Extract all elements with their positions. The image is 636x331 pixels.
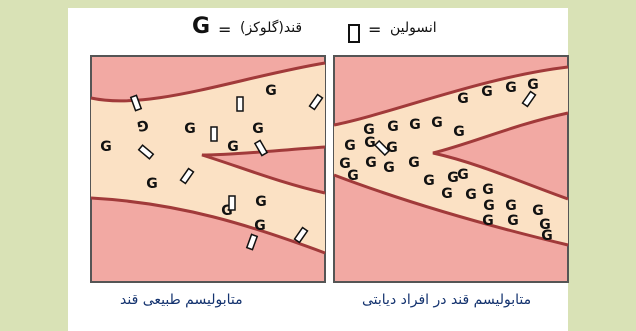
insulin-molecule — [228, 195, 236, 211]
glucose-molecule: G — [505, 198, 517, 214]
insulin-molecule — [137, 144, 155, 160]
glucose-molecule: G — [184, 121, 196, 137]
glucose-molecule: G — [465, 187, 477, 203]
vessel-wall-fork — [201, 145, 326, 195]
vessel-wall-top — [90, 61, 326, 103]
caption-normal: متابولیسم طبیعی قند — [120, 292, 243, 308]
glucose-molecule: G — [387, 119, 399, 135]
legend-glucose-equals: = — [218, 20, 232, 39]
glucose-molecule: G — [344, 138, 356, 154]
legend: انسولین = قند(گلوکز) = G — [90, 14, 550, 46]
glucose-molecule: G — [386, 140, 398, 156]
blood-vessel — [334, 67, 568, 245]
insulin-group — [129, 93, 324, 251]
glucose-molecule: G — [408, 155, 420, 171]
glucose-molecule: G — [482, 213, 494, 229]
insulin-molecule — [179, 167, 195, 185]
glucose-molecule: G — [481, 84, 493, 100]
insulin-molecule — [521, 90, 537, 108]
vessel-wall-bottom — [333, 173, 569, 247]
glucose-molecule: G — [423, 173, 435, 189]
glucose-molecule: G — [505, 80, 517, 96]
vessel-wall-fork — [432, 111, 569, 201]
legend-glucose-label: قند(گلوکز) — [240, 20, 303, 36]
glucose-molecule: G — [483, 198, 495, 214]
glucose-molecule: G — [265, 83, 277, 99]
insulin-molecule — [308, 93, 324, 111]
insulin-molecule — [373, 139, 391, 157]
glucose-molecule: G — [441, 186, 453, 202]
glucose-molecule: G — [453, 124, 465, 140]
glucose-molecule: G — [482, 182, 494, 198]
glucose-molecule: G — [532, 203, 544, 219]
glucose-molecule: G — [100, 139, 112, 155]
glucose-molecule: G — [221, 203, 233, 219]
glucose-molecule: G — [457, 91, 469, 107]
glucose-molecule: G — [227, 139, 239, 155]
glucose-molecule: G — [339, 156, 351, 172]
glucose-molecule: G — [457, 167, 469, 183]
vessel-wall-bottom — [90, 196, 326, 255]
glucose-molecule: G — [431, 115, 443, 131]
insulin-group — [373, 90, 537, 157]
insulin-molecule — [293, 226, 309, 244]
glucose-molecule: G — [447, 170, 459, 186]
insulin-molecule — [236, 96, 244, 112]
glucose-molecule: G — [539, 217, 551, 233]
legend-insulin-equals: = — [368, 20, 382, 39]
glucose-molecule: G — [365, 155, 377, 171]
glucose-molecule: G — [363, 122, 375, 138]
glucose-molecule: G — [252, 121, 264, 137]
legend-insulin-label: انسولین — [390, 20, 437, 36]
insulin-molecule — [245, 233, 259, 251]
glucose-molecule: G — [383, 160, 395, 176]
glucose-molecule: G — [254, 218, 266, 234]
glucose-molecule: G — [347, 168, 359, 184]
glucose-molecule: G — [541, 228, 553, 244]
glucose-molecule: G — [527, 77, 539, 93]
insulin-molecule — [210, 126, 218, 142]
insulin-molecule — [253, 139, 269, 157]
caption-diabetic: متابولیسم قند در افراد دیابتی — [362, 292, 532, 308]
vessel-wall-top — [333, 65, 569, 127]
glucose-molecule: G — [507, 213, 519, 229]
insulin-symbol-icon — [348, 24, 360, 43]
glucose-molecule: G — [364, 135, 376, 151]
glucose-molecule: G — [255, 194, 267, 210]
glucose-symbol-icon: G — [192, 14, 211, 39]
insulin-molecule — [129, 94, 143, 112]
glucose-molecule: G — [146, 176, 158, 192]
glucose-molecule: G — [409, 117, 421, 133]
glucose-molecule: G — [136, 116, 150, 134]
